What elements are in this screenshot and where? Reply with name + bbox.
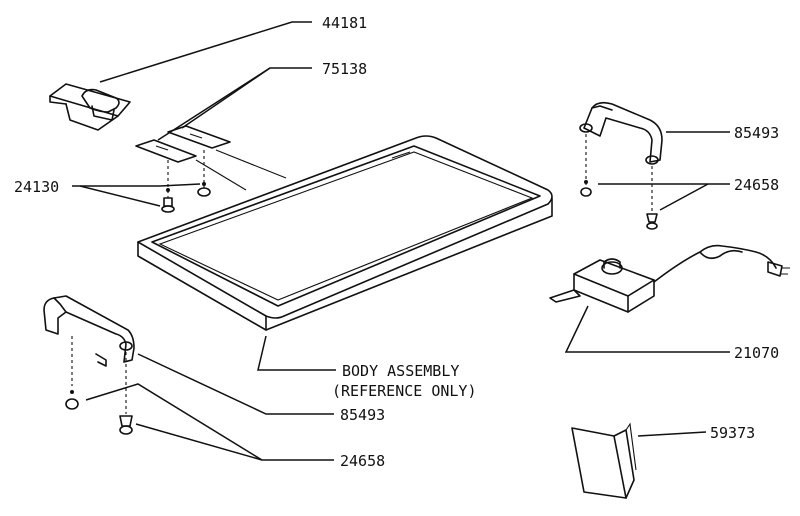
label-85493-left: 85493 — [340, 406, 385, 424]
part-24130-screws — [161, 150, 211, 213]
leader-lines — [72, 21, 730, 461]
label-reference-only: (REFERENCE ONLY) — [332, 382, 477, 400]
label-body-assembly: BODY ASSEMBLY — [342, 362, 459, 380]
part-85493-handle-left — [43, 295, 135, 414]
label-44181: 44181 — [322, 14, 367, 32]
label-24130: 24130 — [14, 178, 59, 196]
label-85493-right: 85493 — [734, 124, 779, 142]
label-24658-right: 24658 — [734, 176, 779, 194]
part-21070-control — [549, 244, 790, 313]
part-59373-booklet — [571, 422, 637, 499]
label-21070: 21070 — [734, 344, 779, 362]
label-24658-left: 24658 — [340, 452, 385, 470]
part-75138-strips — [135, 125, 231, 163]
label-59373: 59373 — [710, 424, 755, 442]
label-75138: 75138 — [322, 60, 367, 78]
part-24658-screws-left — [65, 390, 133, 435]
part-44181-tray — [49, 83, 131, 131]
part-85493-handle-right — [579, 101, 663, 212]
part-24658-screws-right — [580, 180, 658, 230]
body-assembly — [137, 135, 553, 331]
